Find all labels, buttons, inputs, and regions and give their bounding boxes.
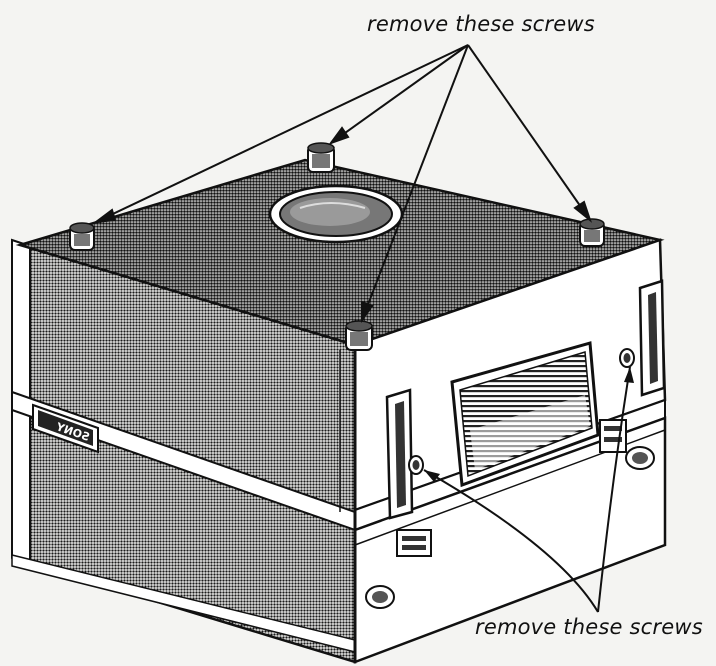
front-screw-right [619,348,635,368]
latch-front-left [396,529,432,557]
brand-plate: SONY [32,403,99,454]
top-screw-back [307,142,335,173]
top-screw-front [345,320,373,351]
top-window [268,184,404,244]
bottom-arrowheads [424,367,634,482]
front-handle-right [638,279,666,397]
top-callout-arrows [92,44,593,324]
callout-bottom-label: remove these screws [475,615,703,639]
top-screw-left [69,222,95,251]
knob-left-lower [365,585,395,609]
bottom-callout-arrows [423,366,631,613]
front-grille-window [450,341,600,488]
front-screw-left [408,455,424,475]
top-screw-right [579,218,605,247]
front-handle-left [385,388,414,520]
knob-front-lower [625,446,655,470]
callout-top-label: remove these screws [367,12,595,36]
